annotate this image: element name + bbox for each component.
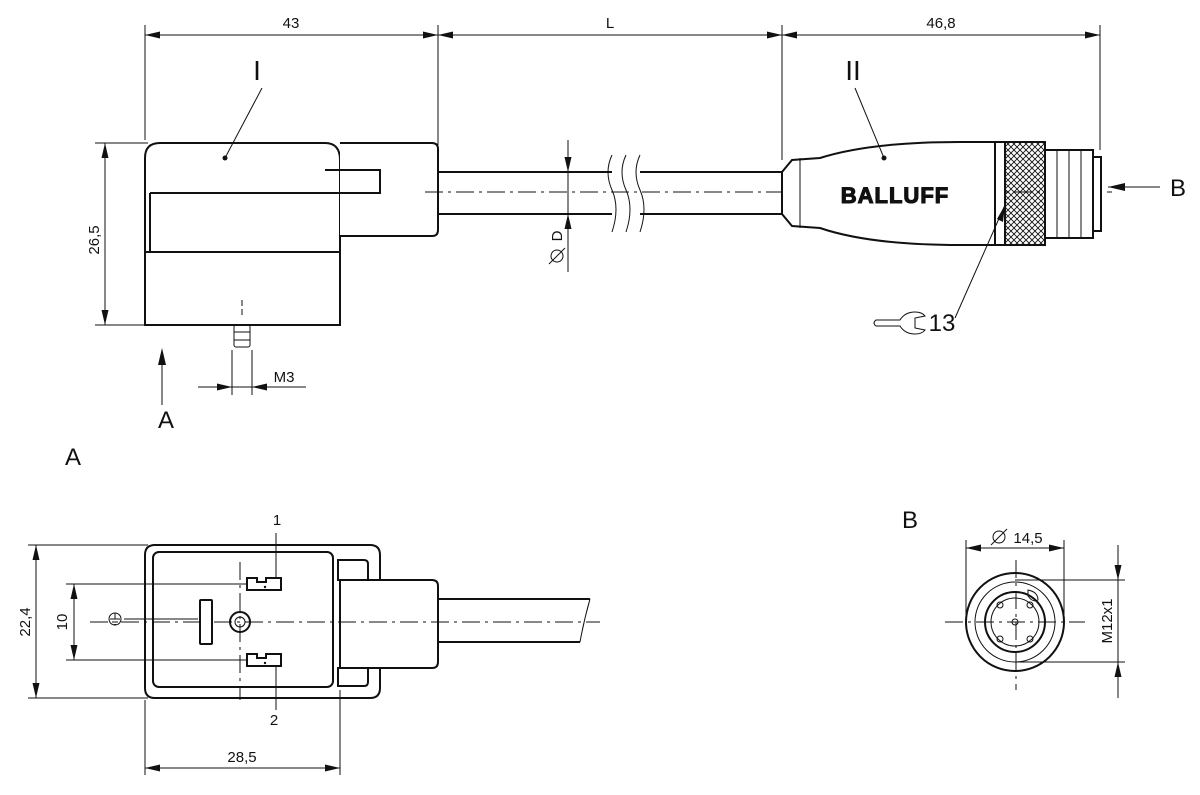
dim-14-5-label: 14,5 xyxy=(1013,530,1042,547)
side-view: 43 L 46,8 26,5 xyxy=(86,15,1186,434)
m3-dimension xyxy=(198,350,306,395)
dim-28-5-label: 28,5 xyxy=(227,749,256,766)
dim-46-8-label: 46,8 xyxy=(926,15,955,32)
view-a-arrow xyxy=(158,348,166,405)
brand-label: BALLUFF xyxy=(841,183,949,208)
front-view-a xyxy=(90,533,600,710)
dim-22-4-label: 22,4 xyxy=(17,607,34,636)
dim-26-5-label: 26,5 xyxy=(86,225,103,254)
front-height-dimension xyxy=(28,544,148,699)
top-dimension-line xyxy=(145,31,1100,39)
view-b-arrow xyxy=(1108,183,1160,191)
dim-43-label: 43 xyxy=(283,15,300,32)
view-a-arrow-label: A xyxy=(158,407,174,434)
dim-l-label: L xyxy=(606,15,614,32)
view-b-arrow-label: B xyxy=(1170,175,1186,202)
front-width-dimension xyxy=(144,690,341,775)
dim-10-label: 10 xyxy=(54,614,71,631)
cable-diameter-dimension xyxy=(548,140,572,272)
m12x1-label: M12x1 xyxy=(1099,598,1116,643)
pin-1-label: 1 xyxy=(273,512,281,529)
valve-plug-connector xyxy=(144,142,439,348)
m3-label: M3 xyxy=(274,369,295,386)
part-i-label: I xyxy=(253,55,261,86)
pin-2-label: 2 xyxy=(270,712,278,729)
diameter-d-label: D xyxy=(549,230,566,241)
height-dimension xyxy=(95,142,148,326)
m12-connector: BALLUFF xyxy=(781,141,1102,246)
view-a-title: A xyxy=(65,444,81,471)
view-b-title: B xyxy=(902,507,918,534)
part-ii-label: II xyxy=(845,55,861,86)
wrench-icon xyxy=(873,311,926,335)
pin-spacing-dimension xyxy=(66,583,248,661)
conn-diameter-dimension xyxy=(965,528,1065,622)
conn-thread-dimension xyxy=(1015,545,1125,698)
wrench-size-label: 13 xyxy=(929,310,956,337)
part-leaders xyxy=(224,87,1006,319)
